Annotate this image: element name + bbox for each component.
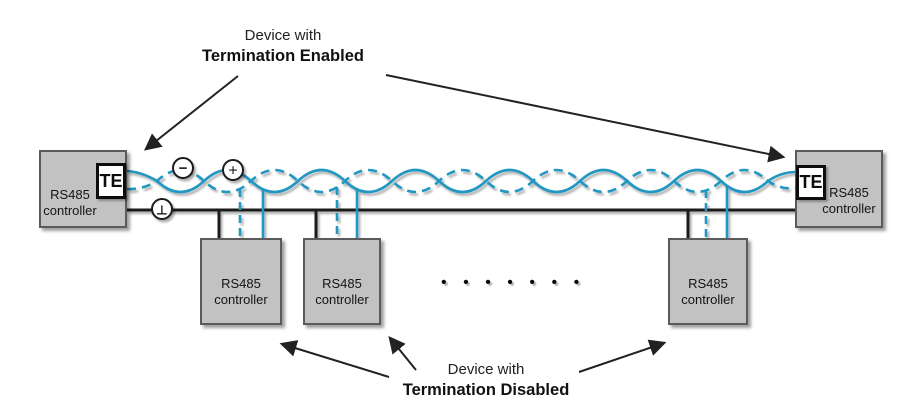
annotation-line2: Termination Enabled (202, 47, 364, 65)
tap2-controller-label: RS485 controller (305, 276, 379, 308)
bus-wiring-group (126, 168, 797, 239)
annotation-arrows (144, 74, 786, 378)
controller-label-line2: controller (822, 201, 876, 216)
annotation-line1: Device with (244, 27, 322, 44)
minus-symbol-circle (172, 157, 194, 179)
arrow-to-right-te (385, 74, 786, 163)
annotation-line1: Device with (447, 361, 525, 378)
termination-disabled-annotation: Device with Termination Disabled (336, 360, 636, 401)
tap1-controller-label: RS485 controller (202, 276, 280, 308)
annotation-line2: Termination Disabled (402, 381, 570, 399)
arrow-to-left-te (144, 75, 239, 151)
controller-label-line2: controller (681, 292, 735, 307)
termination-enabled-annotation: Device with Termination Enabled (133, 26, 433, 67)
plus-symbol: + (228, 163, 237, 180)
right-te-badge: TE (796, 165, 826, 200)
controller-label-line2: controller (43, 203, 97, 218)
twisted-pair-dashed-wire (126, 168, 797, 194)
left-controller-label: RS485 controller (41, 187, 99, 219)
minus-symbol: − (179, 160, 188, 177)
twisted-pair-solid-wire (126, 168, 797, 194)
tap2-controller: RS485 controller (303, 238, 381, 325)
controller-label-line2: controller (214, 292, 268, 307)
controller-label-line1: RS485 (322, 276, 362, 291)
ground-symbol: ⊥ (156, 203, 168, 218)
ground-symbol-circle (151, 198, 173, 220)
tap3-controller-label: RS485 controller (670, 276, 746, 308)
plus-symbol-circle (222, 159, 244, 181)
tap3-controller: RS485 controller (668, 238, 748, 325)
controller-label-line1: RS485 (829, 185, 869, 200)
more-devices-ellipsis: ••••••• (441, 274, 596, 291)
controller-label-line1: RS485 (688, 276, 728, 291)
wire-symbol-group: − + ⊥ (151, 157, 244, 220)
controller-label-line2: controller (315, 292, 369, 307)
controller-label-line1: RS485 (50, 187, 90, 202)
left-te-badge: TE (96, 163, 126, 199)
tap1-controller: RS485 controller (200, 238, 282, 325)
right-controller-label: RS485 controller (817, 185, 881, 217)
controller-label-line1: RS485 (221, 276, 261, 291)
